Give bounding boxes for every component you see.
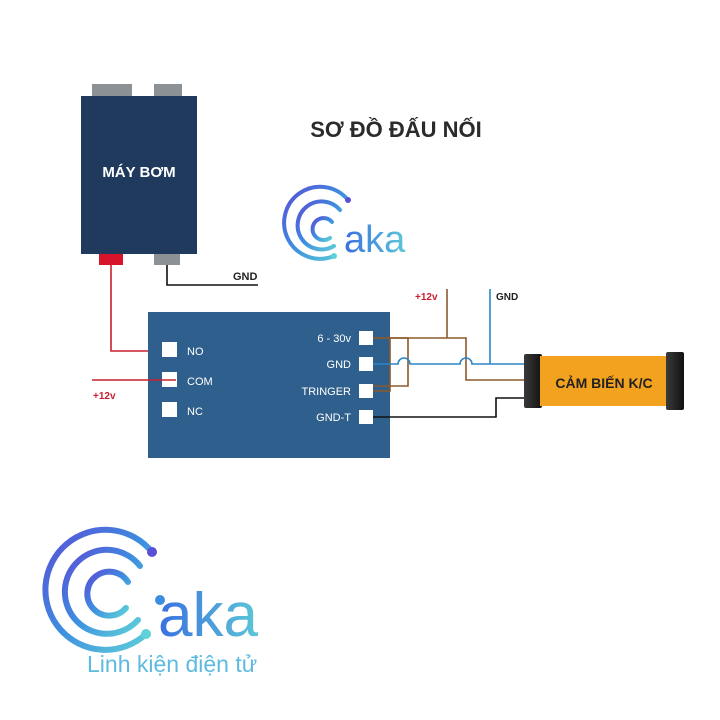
pump-label: MÁY BƠM	[102, 164, 175, 181]
pump: MÁY BƠM	[81, 84, 197, 265]
pin-trigger-label: TRINGER	[302, 386, 352, 398]
pin-trigger-pad	[359, 384, 373, 398]
distance-sensor: CẢM BIẾN K/C	[524, 352, 684, 410]
pump-terminal-top-left	[92, 84, 132, 98]
pin-gndt-pad	[359, 410, 373, 424]
caka-logo-small-text: aka	[344, 219, 406, 261]
gndt-wire	[373, 397, 527, 418]
sensor-cap-right	[666, 352, 684, 410]
pump-body	[81, 96, 197, 254]
pump-gnd-label: GND	[233, 271, 258, 283]
relay-module: NO COM NC 6 - 30v GND TRINGER GND-T	[148, 312, 390, 458]
pin-gnd-label: GND	[327, 359, 352, 371]
caka-logo-large-text: aka	[158, 581, 258, 650]
pump-gnd-wire	[166, 265, 258, 286]
pin-vin-pad	[359, 331, 373, 345]
pin-vin-label: 6 - 30v	[317, 333, 351, 345]
pin-nc-pad	[162, 402, 177, 417]
pump-terminal-top-right	[154, 84, 182, 98]
pin-com-label: COM	[187, 376, 213, 388]
caka-logo-tagline: Linh kiện điện tử	[87, 651, 257, 677]
sensor-gnd-label: GND	[496, 292, 518, 303]
brown-wires	[373, 289, 527, 392]
pin-no-label: NO	[187, 346, 204, 358]
com-supply-label: +12v	[93, 391, 116, 402]
sensor-cap-left	[524, 354, 542, 408]
pin-nc-label: NC	[187, 406, 203, 418]
pump-terminal-positive	[99, 254, 123, 265]
module-board	[148, 312, 390, 458]
blue-wires	[373, 289, 527, 365]
caka-logo-large-icon	[42, 526, 165, 653]
diagram-title: SƠ ĐỒ ĐẤU NỐI	[310, 116, 482, 142]
sensor-body	[540, 356, 668, 406]
caka-logo-small: aka	[282, 184, 406, 261]
caka-logo-small-icon	[282, 184, 351, 261]
pump-terminal-negative	[154, 254, 180, 265]
pin-gnd-pad	[359, 357, 373, 371]
sensor-label: CẢM BIẾN K/C	[555, 375, 652, 391]
pin-gndt-label: GND-T	[316, 412, 351, 424]
pin-no-pad	[162, 342, 177, 357]
caka-logo-large: aka Linh kiện điện tử	[42, 526, 258, 677]
sensor-vcc-label: +12v	[415, 292, 438, 303]
